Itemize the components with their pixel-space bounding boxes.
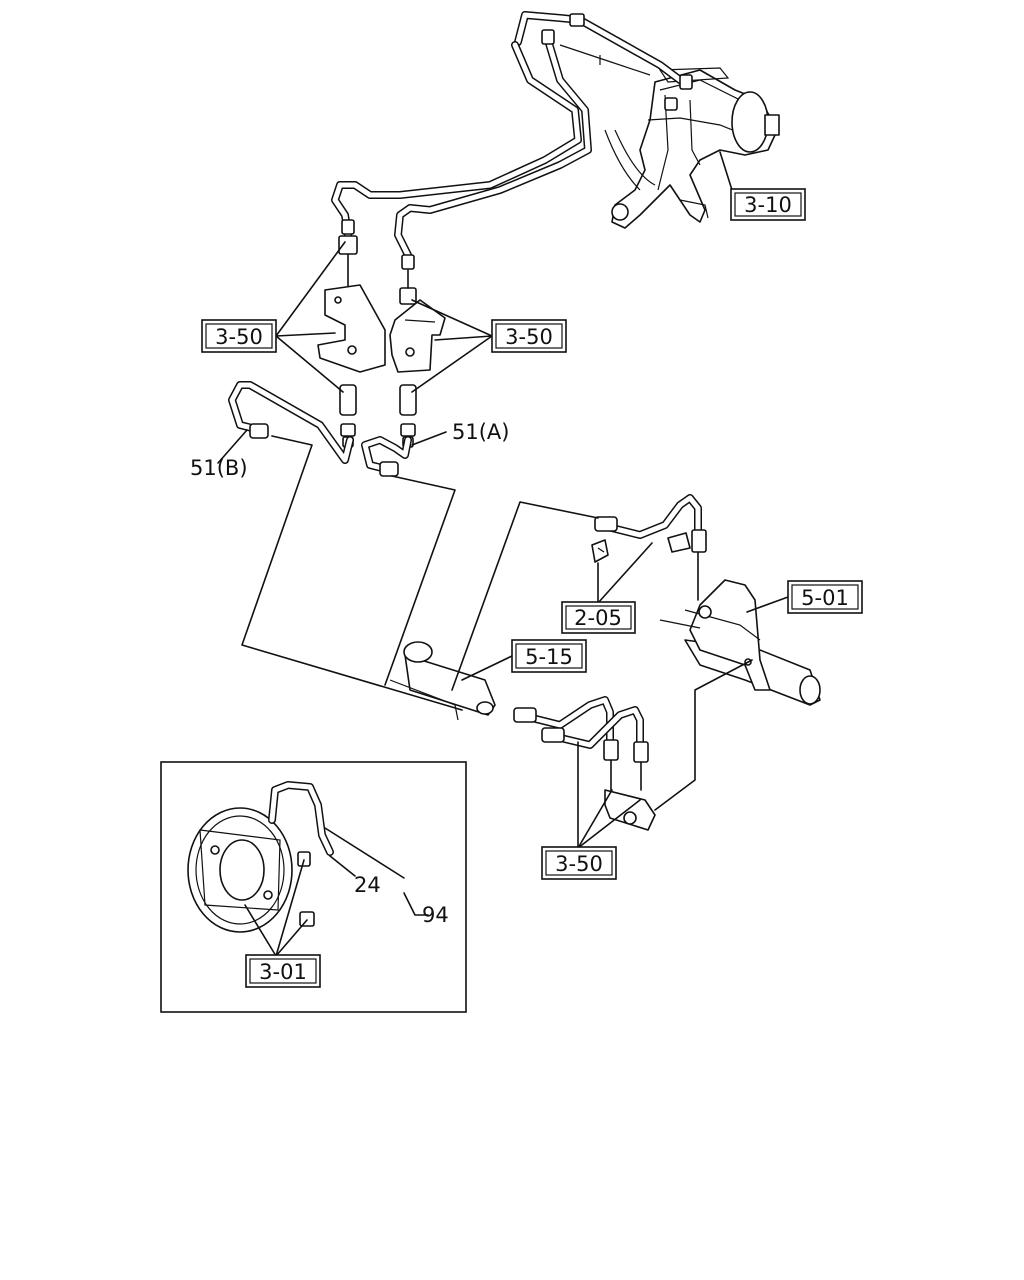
- backing-plate-inset: [160, 761, 467, 1013]
- callout-5-01[interactable]: 5-01: [787, 580, 863, 614]
- callout-3-10[interactable]: 3-10: [730, 188, 806, 221]
- callout-5-01-label: 5-01: [801, 586, 849, 610]
- callout-2-05-label: 2-05: [574, 606, 622, 630]
- callout-3-01-label: 3-01: [259, 960, 307, 984]
- label-24[interactable]: 24: [354, 873, 381, 897]
- brake-hose-brackets: [317, 219, 446, 448]
- callout-3-50-left-label: 3-50: [215, 325, 263, 349]
- master-cylinder-assembly: [604, 67, 780, 229]
- callout-5-15-label: 5-15: [525, 645, 573, 669]
- callout-3-50-right-label: 3-50: [505, 325, 553, 349]
- callout-5-15[interactable]: 5-15: [511, 639, 587, 673]
- callout-3-50-right[interactable]: 3-50: [491, 319, 567, 353]
- upper-brake-pipes: [331, 11, 693, 259]
- callout-3-01[interactable]: 3-01: [245, 954, 321, 988]
- label-94[interactable]: 94: [422, 903, 449, 927]
- label-51b[interactable]: 51(B): [190, 456, 248, 480]
- callout-3-50-bottom[interactable]: 3-50: [541, 846, 617, 880]
- leader-lines: [217, 151, 789, 849]
- callout-2-05[interactable]: 2-05: [561, 601, 636, 634]
- label-51a[interactable]: 51(A): [452, 420, 509, 444]
- brake-pipes-51: [228, 381, 412, 477]
- rear-axle-assembly: [389, 494, 821, 831]
- callout-3-10-label: 3-10: [744, 193, 792, 217]
- callout-3-50-left[interactable]: 3-50: [201, 319, 277, 353]
- callout-3-50-bottom-label: 3-50: [555, 852, 603, 876]
